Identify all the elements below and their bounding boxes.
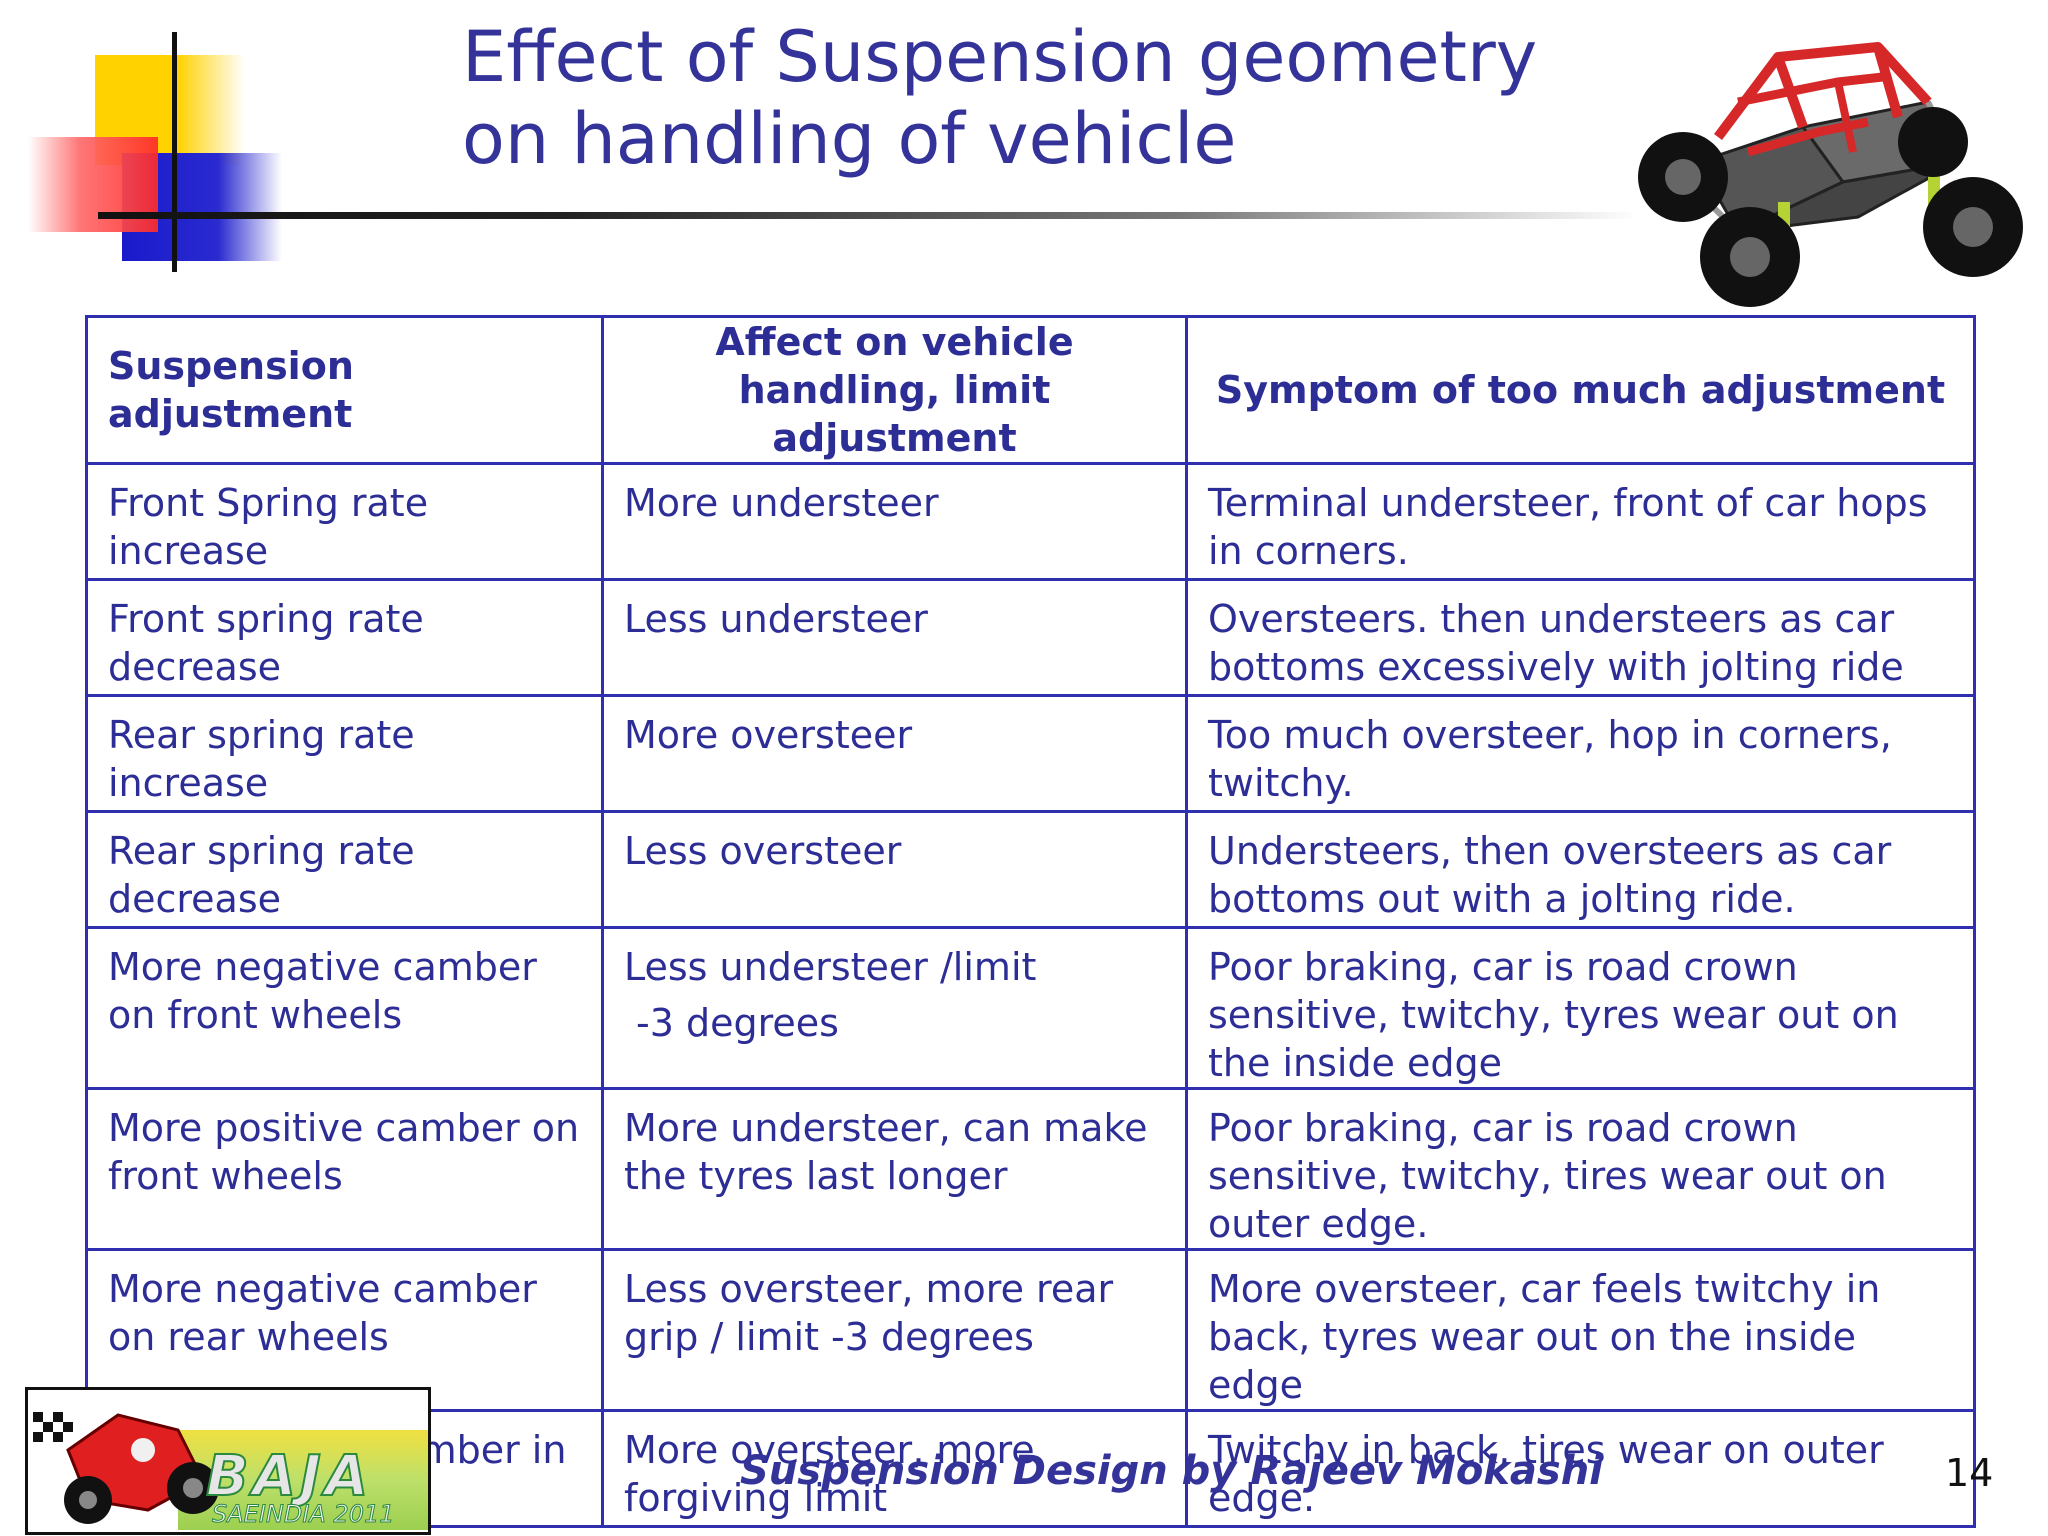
page-number: 14 xyxy=(1945,1451,1994,1495)
decor-horizontal-rule xyxy=(98,212,1638,219)
buggy-car-illustration xyxy=(1638,42,2023,307)
cell-adjustment: Rear spring rate decrease xyxy=(85,810,604,929)
cell-effect: More understeer xyxy=(601,462,1188,581)
table-row: Front spring rate decrease Less underste… xyxy=(85,578,1976,697)
cell-symptom: Terminal understeer, front of car hops i… xyxy=(1185,462,1976,581)
table-row: Front Spring rate increase More underste… xyxy=(85,462,1976,581)
cell-adjustment: More negative camber on rear wheels xyxy=(85,1248,604,1412)
table-row: More positive camber on front wheels Mor… xyxy=(85,1087,1976,1251)
cell-symptom: Poor braking, car is road crown sensitiv… xyxy=(1185,926,1976,1090)
slide-title-line-2: on handling of vehicle xyxy=(462,98,1237,180)
cell-symptom: More oversteer, car feels twitchy in bac… xyxy=(1185,1248,1976,1412)
slide-title-line-1: Effect of Suspension geometry xyxy=(462,16,1538,98)
logo-car-icon xyxy=(33,1412,219,1524)
cell-effect: Less oversteer xyxy=(601,810,1188,929)
header-handling-effect: Affect on vehicle handling, limit adjust… xyxy=(601,315,1188,465)
table-row: More negative camber on rear wheels Less… xyxy=(85,1248,1976,1412)
cell-effect: Less understeer xyxy=(601,578,1188,697)
header-suspension-adjustment: Suspension adjustment xyxy=(85,315,604,465)
slide-title: Effect of Suspension geometry on handlin… xyxy=(462,16,1562,180)
table-row: Rear spring rate increase More oversteer… xyxy=(85,694,1976,813)
cell-effect: More oversteer, more forgiving limit xyxy=(601,1409,1188,1528)
logo-baja-text: BAJA xyxy=(205,1443,373,1510)
cell-adjustment: Front Spring rate increase xyxy=(85,462,604,581)
logo-sub-text: SAEINDIA 2011 xyxy=(212,1500,396,1529)
cell-adjustment: Front spring rate decrease xyxy=(85,578,604,697)
cell-effect: More understeer, can make the tyres last… xyxy=(601,1087,1188,1251)
cell-symptom: Twitchy in back, tires wear on outer edg… xyxy=(1185,1409,1976,1528)
cell-symptom: Oversteers. then understeers as car bott… xyxy=(1185,578,1976,697)
table-header-row: Suspension adjustment Affect on vehicle … xyxy=(85,315,1976,465)
slide-footer: Suspension Design by Rajeev Mokashi xyxy=(740,1448,1603,1494)
cell-adjustment: Rear spring rate increase xyxy=(85,694,604,813)
table-row: More negative camber on front wheels Les… xyxy=(85,926,1976,1090)
header-symptom: Symptom of too much adjustment xyxy=(1185,315,1976,465)
cell-effect: Less understeer /limit -3 degrees xyxy=(601,926,1188,1090)
cell-adjustment: More positive camber on front wheels xyxy=(85,1087,604,1251)
suspension-table: Suspension adjustment Affect on vehicle … xyxy=(85,315,1976,1528)
cell-effect: More oversteer xyxy=(601,694,1188,813)
table-row: Rear spring rate decrease Less oversteer… xyxy=(85,810,1976,929)
cell-symptom: Understeers, then oversteers as car bott… xyxy=(1185,810,1976,929)
baja-sae-logo: BAJA SAEINDIA 2011 xyxy=(25,1387,431,1535)
logo-band xyxy=(178,1430,428,1530)
cell-adjustment: More negative camber on front wheels xyxy=(85,926,604,1090)
cell-symptom: Too much oversteer, hop in corners, twit… xyxy=(1185,694,1976,813)
cell-symptom: Poor braking, car is road crown sensitiv… xyxy=(1185,1087,1976,1251)
cell-effect: Less oversteer, more rear grip / limit -… xyxy=(601,1248,1188,1412)
decor-vertical-line xyxy=(172,32,177,272)
cell-effect-line-2: -3 degrees xyxy=(636,1001,839,1045)
cell-effect-line-1: Less understeer /limit xyxy=(624,945,1037,989)
